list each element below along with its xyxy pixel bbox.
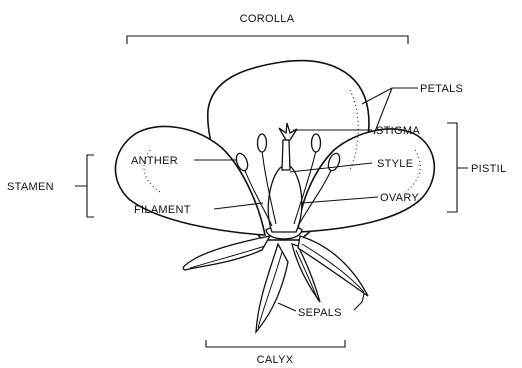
sepal-left [183, 236, 270, 270]
anther-left-inner [258, 134, 267, 152]
ovary-label: OVARY [380, 192, 419, 204]
sepals-label: SEPALS [298, 307, 342, 319]
style-label: STYLE [377, 158, 413, 170]
style [282, 140, 290, 170]
calyx-label: CALYX [257, 354, 294, 366]
pistil-label: PISTIL [471, 163, 506, 175]
corolla-label: COROLLA [240, 13, 295, 25]
stamen-bracket [75, 155, 94, 217]
stigma-label: STIGMA [376, 125, 420, 137]
calyx-bracket [206, 340, 345, 347]
corolla-bracket [127, 36, 408, 44]
petals-label: PETALS [420, 83, 463, 95]
anther-right-inner [312, 134, 321, 152]
filament-label: FILAMENT [134, 204, 191, 216]
stamen-label: STAMEN [7, 181, 54, 193]
sepal-right [298, 236, 368, 296]
pistil-bracket [447, 123, 468, 212]
anther-label: ANTHER [131, 155, 178, 167]
